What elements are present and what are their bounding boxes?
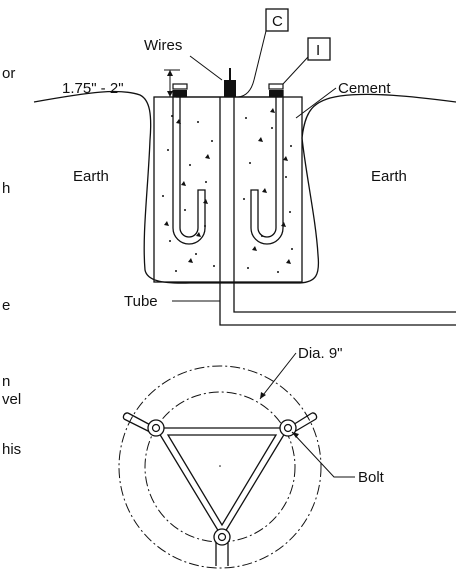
cement-block: [153, 96, 303, 283]
wires-label: Wires: [144, 37, 182, 54]
bolt-hole-left-inner: [151, 423, 161, 433]
box-i-leader: [282, 56, 309, 85]
wire-terminal: [224, 80, 236, 97]
box-i-label: I: [316, 42, 320, 59]
bolt-leader: [291, 431, 355, 478]
bolt-hole-bottom-inner: [217, 532, 227, 542]
outer-circle-dia9: [118, 365, 322, 569]
cement-label: Cement: [338, 80, 391, 97]
anchor-bolt-left: [172, 90, 206, 245]
bolt-hole-right-inner: [283, 423, 293, 433]
ground-line-right: [301, 93, 456, 139]
bolt-label: Bolt: [358, 469, 385, 486]
diameter-arrow: [260, 392, 266, 399]
earth-label-left: Earth: [73, 168, 109, 185]
dim-arrow-up: [167, 70, 173, 76]
nut-left: [173, 90, 187, 97]
triangle-frame-outer: [154, 427, 290, 539]
tube-outer: [219, 97, 456, 326]
box-i: [307, 37, 331, 61]
ground-line-left: [33, 90, 152, 141]
nut-left-top: [172, 83, 188, 90]
inner-circle: [144, 391, 296, 543]
hole-outline: [143, 137, 320, 284]
box-c-leader: [253, 30, 267, 81]
box-c-label: C: [272, 13, 283, 30]
nut-right-top: [268, 83, 284, 90]
edge-text-4: n: [2, 373, 10, 390]
dimension-label: 1.75" - 2": [62, 80, 124, 97]
cement-speckles: [162, 108, 293, 273]
edge-text-6: his: [2, 441, 21, 458]
tube-inner: [233, 97, 456, 313]
diameter-label: Dia. 9": [298, 345, 343, 362]
earth-label-right: Earth: [371, 168, 407, 185]
wire-curve: [237, 79, 255, 98]
anchor-bolt-right: [250, 90, 284, 245]
dim-arrow-down: [167, 91, 173, 97]
wires-leader: [189, 55, 223, 81]
cement-leader: [295, 87, 337, 119]
edge-text-1: or: [2, 65, 15, 82]
box-c: [265, 8, 289, 32]
bolt-arrow: [292, 432, 299, 438]
diameter-leader: [259, 352, 297, 400]
nut-right: [269, 90, 283, 97]
edge-text-3: e: [2, 297, 10, 314]
tube-label: Tube: [124, 293, 158, 310]
center-dot: [219, 465, 221, 467]
edge-text-2: h: [2, 180, 10, 197]
arm-left-end: [122, 412, 129, 420]
edge-text-5: vel: [2, 391, 21, 408]
triangle-frame-inner: [166, 434, 278, 527]
arm-right-end: [311, 412, 318, 420]
